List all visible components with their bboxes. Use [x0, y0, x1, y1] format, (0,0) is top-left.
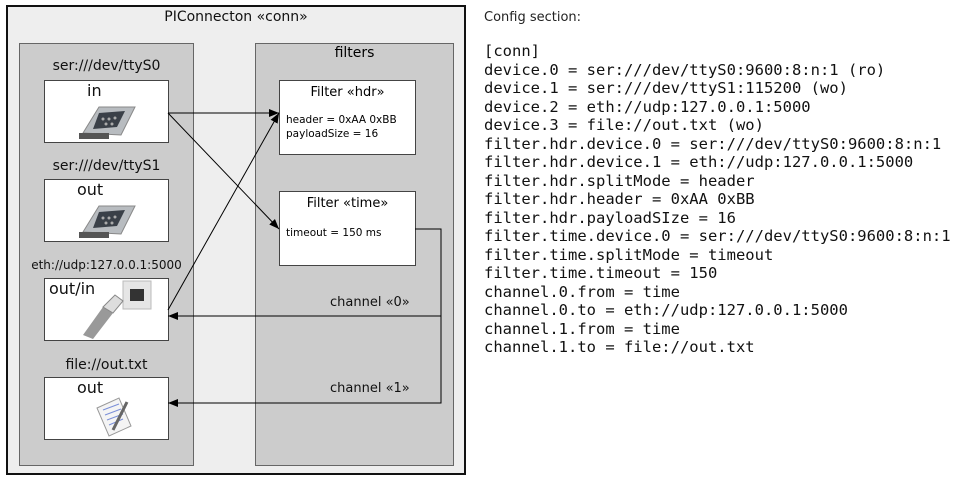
device-mode: out: [77, 180, 104, 199]
ethernet-icon: [83, 280, 152, 339]
config-line: device.3 = file://out.txt (wo): [484, 116, 764, 134]
config-line: device.0 = ser:///dev/ttyS0:9600:8:n:1 (…: [484, 60, 886, 79]
device-mode: out/in: [49, 279, 96, 298]
arrow-eth-to-hdr: [167, 112, 280, 311]
config-title: Config section:: [484, 10, 582, 25]
config-line: channel.1.to = file://out.txt: [484, 338, 755, 356]
config-line: filter.time.timeout = 150: [484, 264, 718, 282]
filter-property: payloadSize = 16: [286, 128, 379, 140]
config-line: filter.hdr.payloadSIze = 16: [484, 208, 736, 227]
filter-property: header = 0xAA 0xBB: [286, 114, 397, 126]
arrow-ttyS0-to-time: [167, 112, 280, 230]
config-line: filter.time.device.0 = ser:///dev/ttyS0:…: [484, 227, 951, 245]
device-box-file: out: [44, 377, 169, 440]
filter-time-box: Filter «time» timeout = 150 ms: [279, 191, 416, 266]
config-line: device.1 = ser:///dev/ttyS1:115200 (wo): [484, 79, 848, 97]
filter-title: Filter «time»: [306, 196, 389, 211]
config-line: channel.1.from = time: [484, 319, 680, 338]
text-file-icon: [96, 397, 132, 437]
channel-label: channel «1»: [330, 381, 410, 396]
config-line: [conn]: [484, 42, 540, 60]
connection-title: PIConnecton «conn»: [164, 9, 308, 25]
channel-0-arrow: [168, 228, 442, 320]
config-line: filter.time.splitMode = timeout: [484, 245, 774, 264]
channel-label: channel «0»: [330, 295, 410, 310]
config-line: device.2 = eth://udp:127.0.0.1:5000: [484, 97, 811, 116]
config-line: channel.0.to = eth://udp:127.0.0.1:5000: [484, 301, 848, 319]
config-line: filter.hdr.device.1 = eth://udp:127.0.0.…: [484, 153, 914, 171]
config-line: filter.hdr.device.0 = ser:///dev/ttyS0:9…: [484, 134, 942, 153]
device-box-eth: out/in: [44, 278, 169, 341]
config-line: filter.hdr.splitMode = header: [484, 171, 755, 190]
config-line: channel.0.from = time: [484, 282, 680, 301]
config-listing: [conn]device.0 = ser:///dev/ttyS0:9600:8…: [484, 42, 951, 357]
device-box-ttyS1: out: [44, 179, 169, 242]
device-label: ser:///dev/ttyS1: [52, 158, 161, 174]
serial-port-icon: [79, 106, 136, 139]
device-label: ser:///dev/ttyS0: [52, 58, 161, 74]
device-label: eth://udp:127.0.0.1:5000: [31, 258, 182, 272]
device-label: file://out.txt: [65, 357, 148, 373]
device-mode: out: [77, 378, 104, 397]
serial-port-icon: [79, 205, 136, 238]
device-box-ttyS0: in: [44, 80, 169, 143]
filter-title: Filter «hdr»: [310, 85, 385, 100]
device-mode: in: [87, 81, 102, 100]
filter-property: timeout = 150 ms: [286, 227, 382, 239]
filters-label: filters: [334, 45, 375, 61]
filter-hdr-box: Filter «hdr» header = 0xAA 0xBB payloadS…: [279, 80, 416, 155]
config-line: filter.hdr.header = 0xAA 0xBB: [484, 190, 755, 208]
channel-1-arrow: [168, 316, 442, 407]
